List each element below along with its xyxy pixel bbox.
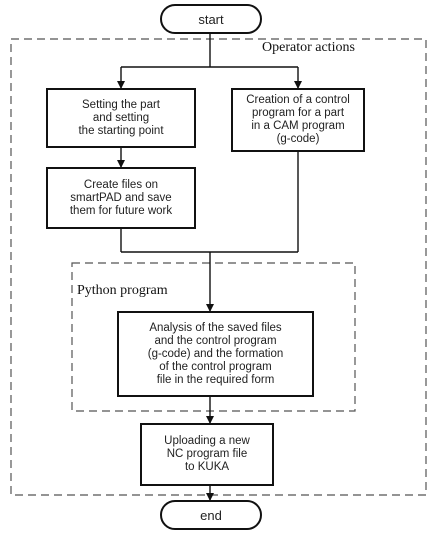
uploading-step: Uploading a new NC program file to KUKA <box>140 423 274 486</box>
end-label: end <box>200 507 222 523</box>
end-terminal: end <box>160 500 262 530</box>
analysis-text: Analysis of the saved files and the cont… <box>147 321 284 386</box>
python-program-frame <box>71 262 356 412</box>
control-program-text: Creation of a control program for a part… <box>246 94 350 145</box>
operator-actions-label: Operator actions <box>259 40 358 56</box>
create-files-step: Create files on smartPAD and save them f… <box>46 167 196 229</box>
start-label: start <box>198 11 224 27</box>
start-terminal: start <box>160 4 262 34</box>
analysis-step: Analysis of the saved files and the cont… <box>117 311 314 397</box>
control-program-step: Creation of a control program for a part… <box>231 88 365 152</box>
setting-part-text: Setting the part and setting the startin… <box>78 98 164 137</box>
uploading-text: Uploading a new NC program file to KUKA <box>164 435 250 473</box>
create-files-text: Create files on smartPAD and save them f… <box>69 178 173 217</box>
python-program-label: Python program <box>77 283 168 299</box>
setting-part-step: Setting the part and setting the startin… <box>46 88 196 148</box>
operator-actions-frame <box>10 38 427 496</box>
